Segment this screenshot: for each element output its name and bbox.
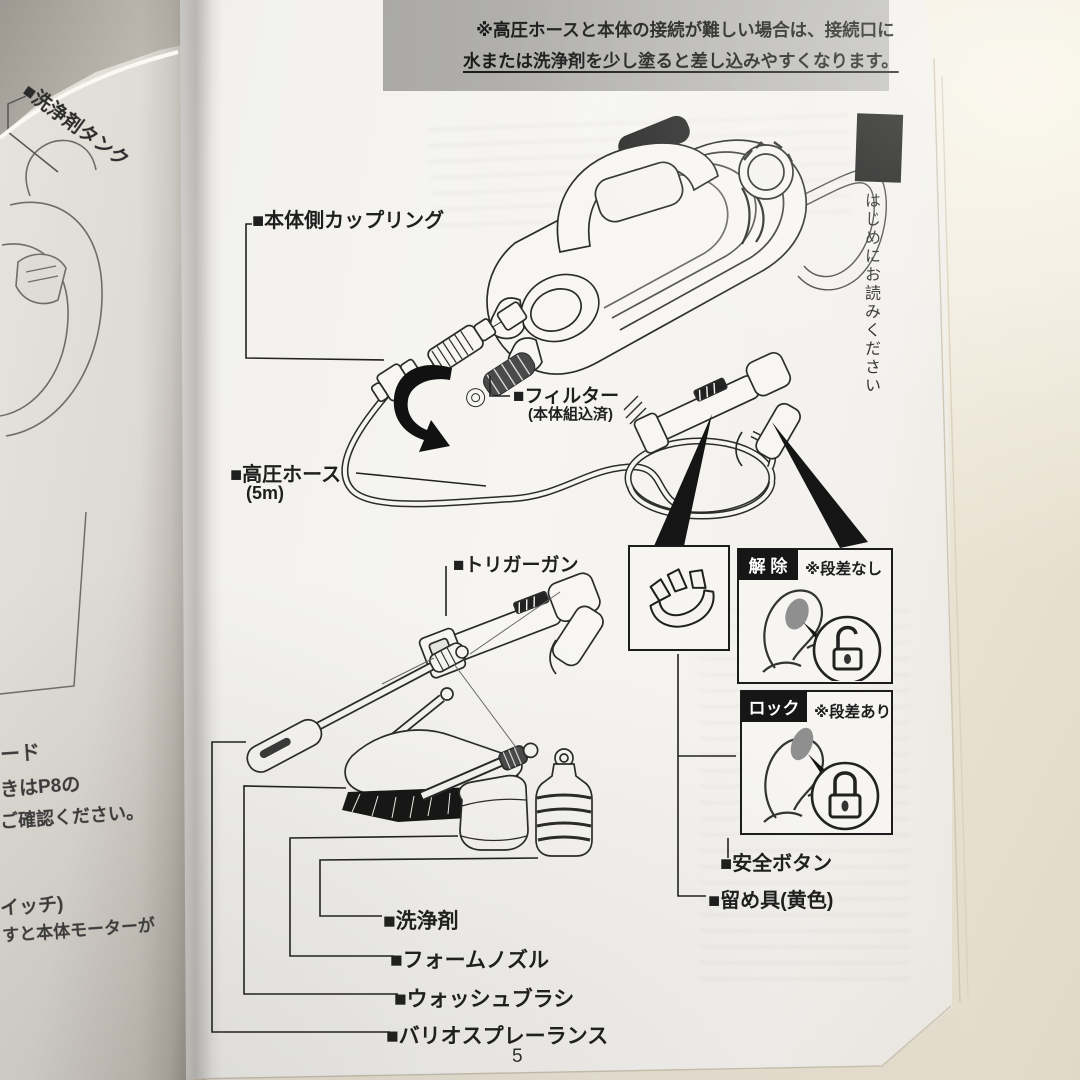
label-high-pressure-hose: ■高圧ホース bbox=[230, 464, 342, 486]
unlock-illustration bbox=[762, 589, 882, 681]
pressure-washer-body-illustration bbox=[486, 115, 807, 375]
lock-note: ※段差あり bbox=[814, 704, 892, 721]
left-page-fragment: イッチ) bbox=[0, 893, 65, 920]
label-wash-brush: ■ウォッシュブラシ bbox=[394, 988, 575, 1011]
note-banner-line2: 水または洗浄剤を少し塗ると差し込みやすくなります。 bbox=[463, 51, 899, 71]
clip-detail-box bbox=[628, 545, 730, 651]
leader-lines bbox=[211, 223, 736, 1033]
note-banner: ※高圧ホースと本体の接続が難しい場合は、接続口に 水または洗浄剤を少し塗ると差し… bbox=[383, 0, 899, 91]
safety-button-highlight bbox=[785, 598, 809, 630]
label-detergent: ■洗浄剤 bbox=[383, 910, 459, 933]
wedge-arrow-to-clip-box bbox=[654, 414, 712, 546]
label-body-coupling: ■本体側カップリング bbox=[252, 210, 445, 232]
chapter-tab-label: はじめにお読みください bbox=[862, 192, 879, 396]
unlock-note: ※段差なし bbox=[805, 561, 883, 578]
rotate-arrow-icon bbox=[393, 364, 452, 452]
label-hose-length: (5m) bbox=[246, 483, 285, 503]
detergent-bottle-illustration bbox=[535, 748, 593, 857]
alignment-lines bbox=[381, 591, 561, 751]
unlock-badge: 解 除 bbox=[738, 549, 798, 580]
unlock-icon bbox=[812, 615, 882, 681]
note-banner-line1: ※高圧ホースと本体の接続が難しい場合は、接続口に bbox=[476, 20, 895, 40]
hose-gun-illustration bbox=[623, 351, 801, 467]
label-filter: ■フィルター bbox=[513, 386, 620, 407]
left-page bbox=[0, 40, 206, 1080]
label-filter-note: (本体組込済) bbox=[528, 406, 613, 423]
safety-button-highlight bbox=[790, 727, 814, 761]
filter-illustration bbox=[466, 352, 536, 408]
wedge-arrow-to-unlock-box bbox=[772, 422, 868, 548]
vario-lance-illustration bbox=[246, 642, 469, 773]
chapter-tab-marker bbox=[854, 113, 904, 183]
clip-illustration bbox=[649, 568, 715, 628]
label-trigger-gun: ■トリガーガン bbox=[453, 555, 579, 576]
lock-badge: ロック bbox=[741, 691, 807, 722]
high-pressure-hose-illustration bbox=[341, 379, 777, 520]
label-clip-yellow: ■留め具(黄色) bbox=[708, 890, 834, 912]
page-stack-edges bbox=[188, 57, 969, 1080]
foam-nozzle-illustration bbox=[420, 742, 539, 851]
label-vario-spray-lance: ■バリオスプレーランス bbox=[386, 1025, 609, 1048]
lock-icon bbox=[810, 761, 880, 831]
detergent-tank-illustration bbox=[0, 95, 103, 695]
left-page-fragment: きはP8の bbox=[0, 774, 82, 801]
label-safety-button: ■安全ボタン bbox=[720, 853, 833, 875]
label-foam-nozzle: ■フォームノズル bbox=[390, 949, 550, 972]
lock-detail-box: ロック ※段差あり bbox=[740, 690, 893, 835]
page-number: 5 bbox=[512, 1046, 523, 1067]
left-page-fragment: ード bbox=[0, 741, 41, 767]
lock-illustration bbox=[763, 727, 880, 831]
unlock-detail-box: 解 除 ※段差なし bbox=[737, 548, 893, 684]
page-curl-edge bbox=[0, 50, 179, 140]
right-page bbox=[180, 0, 952, 1080]
power-cord-illustration bbox=[787, 168, 887, 291]
